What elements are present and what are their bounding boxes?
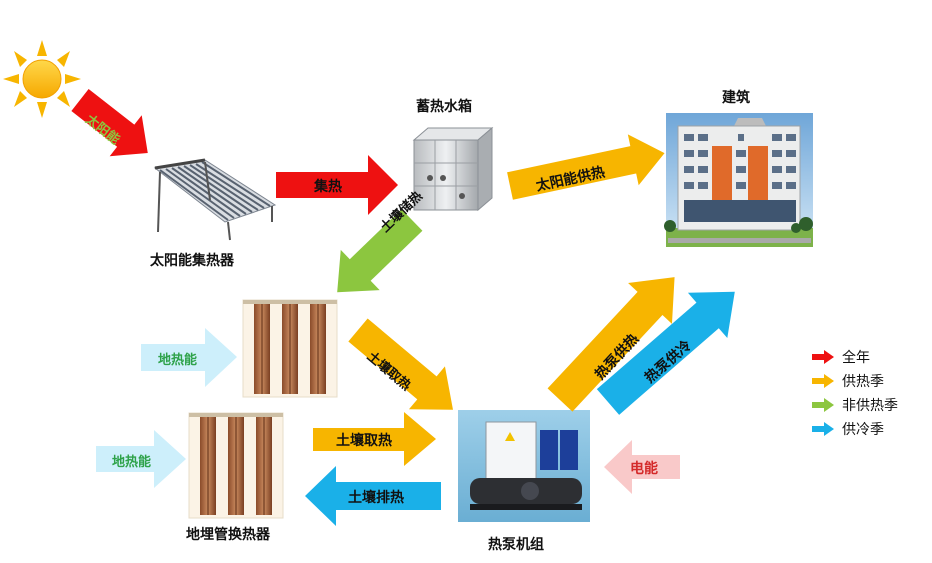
legend-item-heating-season: 供热季 [812, 369, 898, 393]
building-label: 建筑 [722, 90, 750, 106]
legend-label: 供热季 [842, 374, 884, 390]
building-image [664, 113, 813, 247]
arrow-pump-heat [547, 277, 675, 412]
legend-label: 供冷季 [842, 422, 884, 438]
legend-item-cooling-season: 供冷季 [812, 417, 898, 441]
arrow-soil-release-label: 土壤排热 [348, 490, 404, 506]
legend-swatch-blue [812, 422, 834, 436]
legend-swatch-green [812, 398, 834, 412]
legend-item-non-heating-season: 非供热季 [812, 393, 898, 417]
arrow-geothermal-lower-label: 地热能 [112, 455, 152, 470]
arrow-solar-energy [71, 88, 148, 157]
ground-exchanger-lower-image [188, 412, 284, 519]
legend-item-year-round: 全年 [812, 345, 898, 369]
storage-tank-image [412, 126, 494, 212]
heat-pump-label: 热泵机组 [488, 537, 544, 553]
arrow-geothermal-lower [96, 430, 186, 488]
arrow-heat-collect [276, 155, 398, 215]
arrow-soil-take-lower-label: 土壤取热 [336, 433, 392, 449]
arrow-soil-release [305, 466, 441, 526]
legend-swatch-red [812, 350, 834, 364]
arrow-geothermal-upper-label: 地热能 [158, 353, 198, 368]
storage-tank-label: 蓄热水箱 [416, 99, 472, 115]
arrow-electricity [604, 440, 680, 494]
heat-pump-image [458, 410, 590, 522]
arrow-geothermal-upper [141, 328, 237, 387]
arrow-electricity-label: 电能 [630, 461, 658, 477]
arrow-heat-collect-label: 集热 [314, 179, 342, 195]
sun-icon [3, 40, 81, 118]
arrow-soil-take-upper [348, 318, 453, 410]
solar-collector-label: 太阳能集热器 [150, 253, 234, 269]
ground-exchanger-upper-image [242, 299, 338, 398]
legend-label: 全年 [842, 350, 870, 366]
arrow-soil-store [337, 209, 423, 293]
arrow-solar-supply [507, 134, 665, 200]
ground-exchanger-label: 地埋管换热器 [186, 527, 270, 543]
legend-label: 非供热季 [842, 398, 898, 414]
arrow-pump-cool [596, 291, 735, 415]
legend-swatch-orange [812, 374, 834, 388]
legend: 全年 供热季 非供热季 供冷季 [812, 345, 898, 441]
solar-collector-image [153, 158, 277, 241]
arrow-soil-take-lower [313, 412, 436, 466]
